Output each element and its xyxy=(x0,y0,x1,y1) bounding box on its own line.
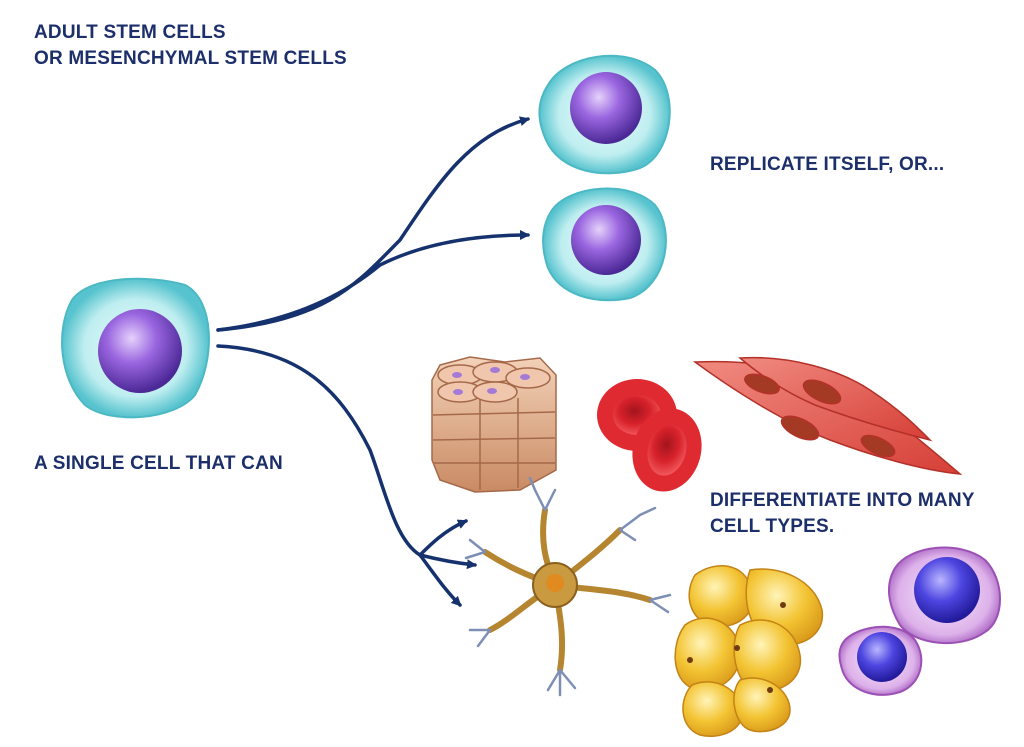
neuron-cell xyxy=(464,476,672,697)
muscle-cells xyxy=(692,356,963,475)
title-line-2: OR MESENCHYMAL STEM CELLS xyxy=(34,48,347,69)
replicated-stem-cell-top xyxy=(538,54,671,175)
differentiate-line-1: DIFFERENTIATE INTO MANY xyxy=(710,490,975,511)
arrow-to-bottom-cell xyxy=(216,230,530,332)
arrow-to-differentiation xyxy=(216,344,468,558)
replicated-stem-cell-bottom xyxy=(542,187,667,302)
replicate-label: REPLICATE ITSELF, OR... xyxy=(710,154,945,175)
diagram-title: ADULT STEM CELLS OR MESENCHYMAL STEM CEL… xyxy=(34,20,347,72)
arrows xyxy=(216,116,530,607)
title-line-1: ADULT STEM CELLS xyxy=(34,22,226,43)
arrow-to-top-cell xyxy=(216,116,530,332)
differentiate-label: DIFFERENTIATE INTO MANY CELL TYPES. xyxy=(710,488,975,540)
source-stem-cell xyxy=(61,277,210,419)
white-blood-cells xyxy=(838,546,1001,696)
red-blood-cells xyxy=(597,379,702,492)
arrow-branch-middle xyxy=(418,553,477,570)
fat-cells xyxy=(674,564,824,737)
arrow-branch-lower xyxy=(418,553,462,607)
epithelial-cells xyxy=(431,356,557,493)
single-cell-label: A SINGLE CELL THAT CAN xyxy=(34,453,283,474)
differentiate-line-2: CELL TYPES. xyxy=(710,516,835,537)
